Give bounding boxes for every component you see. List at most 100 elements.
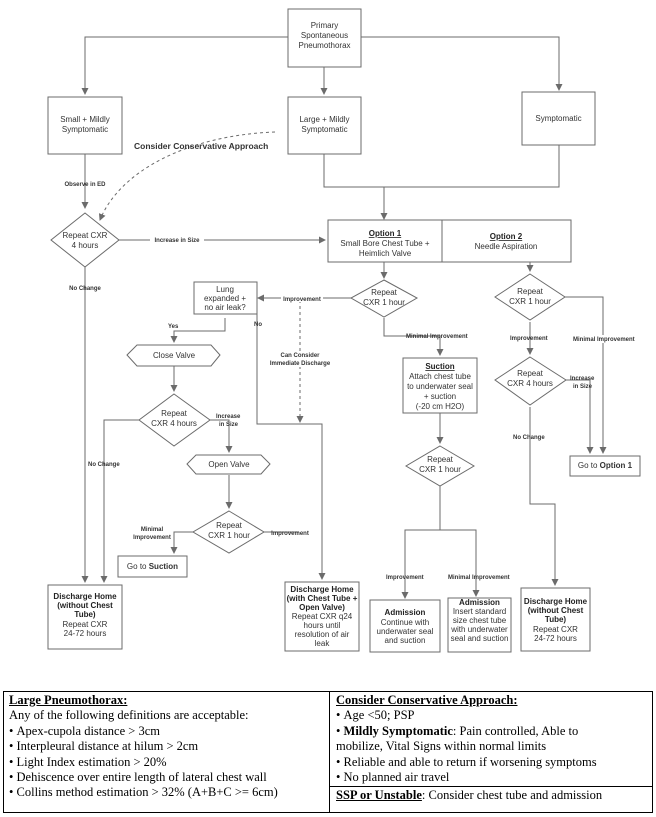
minimal-improvement-4-label: Minimal Improvement xyxy=(573,337,635,343)
discharge-mid-body-4: leak xyxy=(315,639,331,648)
repeat-cxr-1h-opt1-line-1: Repeat xyxy=(371,288,398,297)
definition-item: Dehiscence over entire length of lateral… xyxy=(9,770,324,785)
discharge-mid-body-2: hours until xyxy=(304,621,341,630)
repeat-cxr-1h-mid-line-1: Repeat xyxy=(216,521,243,530)
node-admission-1: Admission Continue with underwater seal … xyxy=(369,599,441,653)
admission-1-line-1: Continue with xyxy=(381,618,429,627)
improvement-label: Improvement xyxy=(283,297,321,303)
improvement-4-label: Improvement xyxy=(510,336,548,342)
ssp-unstable-row: SSP or Unstable: Consider chest tube and… xyxy=(330,786,652,804)
small-mildly-line-2: Symptomatic xyxy=(62,125,108,134)
node-repeat-cxr-1h-suction: Repeat CXR 1 hour xyxy=(405,445,475,487)
minimal-improvement-label: Minimal Improvement xyxy=(406,334,468,340)
discharge-mid-title-1: Discharge Home xyxy=(290,585,354,594)
criteria-item-bold: Mildly Symptomatic xyxy=(343,723,453,738)
discharge-mid-body-1: Repeat CXR q24 xyxy=(292,612,353,621)
node-admission-2: Admission Insert standard size chest tub… xyxy=(447,597,512,653)
criteria-item-rest: : Pain controlled, Able to xyxy=(452,723,579,738)
primary-line-1: Primary xyxy=(311,21,339,30)
repeat-cxr-4h-left-line-1: Repeat CXR xyxy=(63,231,108,240)
no-change-3-label: No Change xyxy=(513,435,545,441)
node-discharge-with-tube: Discharge Home (with Chest Tube + Open V… xyxy=(284,581,360,652)
observe-in-ed-label: Observe in ED xyxy=(64,182,106,188)
no-label: No xyxy=(254,322,262,328)
node-goto-suction: Go to Suction xyxy=(117,555,188,578)
admission-2-line-2: size chest tube xyxy=(453,616,507,625)
conservative-approach-criteria: Consider Conservative Approach: Age <50;… xyxy=(330,691,653,813)
discharge-left-title-1: Discharge Home xyxy=(53,592,117,601)
definition-item: Collins method estimation > 32% (A+B+C >… xyxy=(9,785,324,800)
increase-in-size-2-line-2: in Size xyxy=(219,422,239,428)
yes-label: Yes xyxy=(168,324,179,330)
discharge-left-body-1: Repeat CXR xyxy=(63,620,108,629)
suction-line-3: + suction xyxy=(424,392,456,401)
discharge-right-body-2: 24-72 hours xyxy=(534,634,577,643)
discharge-right-title-1: Discharge Home xyxy=(524,597,588,606)
large-pneumothorax-heading: Large Pneumothorax: xyxy=(9,693,128,707)
discharge-left-title-2: (without Chest xyxy=(57,601,113,610)
large-pneumothorax-definitions: Large Pneumothorax: Any of the following… xyxy=(3,691,330,813)
criteria-item: Reliable and able to return if worsening… xyxy=(336,755,646,770)
increase-in-size-2-line-1: Increase xyxy=(216,414,241,420)
improvement-3-label: Improvement xyxy=(386,575,424,581)
node-small-mildly-symptomatic: Small + Mildly Symptomatic xyxy=(47,96,123,155)
large-mildly-line-2: Symptomatic xyxy=(301,125,347,134)
node-discharge-without-tube-right: Discharge Home (without Chest Tube) Repe… xyxy=(520,587,591,652)
definition-item: Apex-cupola distance > 3cm xyxy=(9,724,324,739)
repeat-cxr-1h-mid-line-2: CXR 1 hour xyxy=(208,531,250,540)
criteria-item: Mildly Symptomatic: Pain controlled, Abl… xyxy=(336,724,646,739)
criteria-item: No planned air travel xyxy=(336,770,646,785)
node-repeat-cxr-4h-mid: Repeat CXR 4 hours xyxy=(138,393,211,447)
admission-2-line-1: Insert standard xyxy=(453,607,506,616)
admission-2-title: Admission xyxy=(459,598,500,607)
node-primary-spontaneous-pneumothorax: Primary Spontaneous Pneumothorax xyxy=(287,8,362,68)
node-close-valve: Close Valve xyxy=(126,344,221,367)
admission-2-line-3: with underwater xyxy=(450,625,508,634)
node-discharge-without-tube-left: Discharge Home (without Chest Tube) Repe… xyxy=(47,584,123,650)
node-symptomatic: Symptomatic xyxy=(521,91,596,146)
node-goto-option1: Go to Option 1 xyxy=(569,455,641,477)
small-mildly-line-1: Small + Mildly xyxy=(60,115,110,124)
admission-1-line-3: and suction xyxy=(385,636,426,645)
repeat-cxr-4h-opt2-line-2: CXR 4 hours xyxy=(507,379,553,388)
discharge-right-body-1: Repeat CXR xyxy=(533,625,578,634)
lung-expanded-line-2: expanded + xyxy=(204,294,246,303)
node-repeat-cxr-4h-left: Repeat CXR 4 hours xyxy=(50,212,120,268)
repeat-cxr-1h-suction-line-2: CXR 1 hour xyxy=(419,465,461,474)
definition-item: Light Index estimation > 20% xyxy=(9,755,324,770)
option-1-title: Option 1 xyxy=(369,229,402,238)
minimal-improvement-2-line-2: Improvement xyxy=(133,535,171,541)
criteria-item-cont: mobilize, Vital Signs within normal limi… xyxy=(336,739,547,754)
admission-1-title: Admission xyxy=(385,608,426,617)
ssp-unstable-label: SSP or Unstable xyxy=(336,788,422,803)
option-1-line-2: Heimlich Valve xyxy=(359,249,412,258)
repeat-cxr-4h-left-line-2: 4 hours xyxy=(72,241,99,250)
minimal-improvement-2-line-1: Minimal xyxy=(141,527,164,533)
option-2-line-1: Needle Aspiration xyxy=(475,242,538,251)
node-option-2: Option 2 Needle Aspiration xyxy=(441,219,572,263)
repeat-cxr-4h-opt2-line-1: Repeat xyxy=(517,369,544,378)
flowchart-diagram: Primary Spontaneous Pneumothorax Small +… xyxy=(47,8,641,653)
primary-line-2: Spontaneous xyxy=(301,31,348,40)
node-repeat-cxr-4h-option2: Repeat CXR 4 hours xyxy=(494,356,567,406)
discharge-mid-title-2: (with Chest Tube + xyxy=(287,594,358,603)
minimal-improvement-3-label: Minimal Improvement xyxy=(448,575,510,581)
node-suction: Suction Attach chest tube to underwater … xyxy=(402,357,478,414)
repeat-cxr-1h-opt2-line-2: CXR 1 hour xyxy=(509,297,551,306)
discharge-left-title-3: Tube) xyxy=(74,610,96,619)
repeat-cxr-1h-opt1-line-2: CXR 1 hour xyxy=(363,298,405,307)
increase-in-size-3-line-2: in Size xyxy=(573,384,593,390)
lung-expanded-line-3: no air leak? xyxy=(204,303,246,312)
discharge-right-title-2: (without Chest xyxy=(528,606,584,615)
discharge-right-title-3: Tube) xyxy=(545,615,567,624)
symptomatic-label: Symptomatic xyxy=(535,114,581,123)
node-repeat-cxr-1h-option2: Repeat CXR 1 hour xyxy=(494,273,566,321)
no-change-2-label: No Change xyxy=(88,462,120,468)
option-1-line-1: Small Bore Chest Tube + xyxy=(340,239,429,248)
node-repeat-cxr-1h-option1: Repeat CXR 1 hour xyxy=(349,279,419,318)
lung-expanded-line-1: Lung xyxy=(216,285,234,294)
admission-2-line-4: seal and suction xyxy=(451,634,509,643)
open-valve-label: Open Valve xyxy=(208,460,250,469)
option-2-title: Option 2 xyxy=(490,232,523,241)
can-consider-line-1: Can Consider xyxy=(280,353,320,359)
